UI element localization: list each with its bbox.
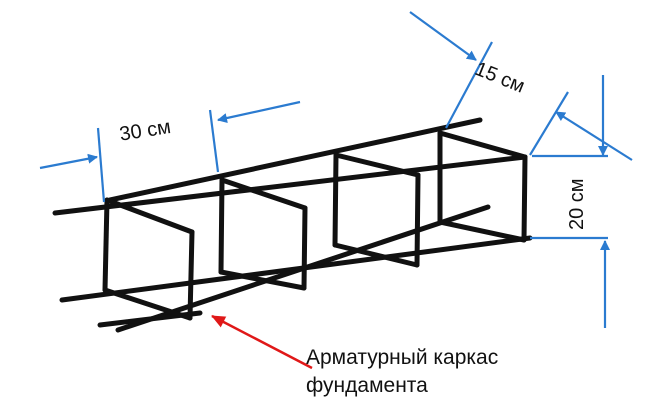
arrow-width-left (39, 153, 98, 170)
rebar-cage (52, 117, 533, 333)
stirrup-1 (102, 197, 195, 321)
callout-arrow (211, 314, 313, 370)
dimension-height (530, 75, 610, 328)
stirrup-4 (437, 130, 528, 243)
dimension-width (39, 100, 301, 203)
rebar-top-back (107, 117, 483, 203)
caption-line-1: Арматурный каркас (306, 346, 499, 369)
stirrup-2 (218, 177, 308, 291)
arrow-depth-right (555, 111, 633, 161)
stirrup-3 (332, 152, 421, 268)
caption-line-2: фундамента (306, 374, 428, 397)
arrow-width-right (217, 100, 301, 123)
extension-line-right (208, 109, 220, 173)
extension-line-depth-left (445, 41, 493, 129)
extension-line-left (96, 127, 106, 203)
dimension-depth (409, 11, 633, 161)
arrow-depth-left (409, 11, 477, 61)
extension-line-depth-right (529, 91, 569, 156)
dimension-label-height: 20 см (566, 178, 588, 230)
rebar-top-front (52, 154, 528, 216)
